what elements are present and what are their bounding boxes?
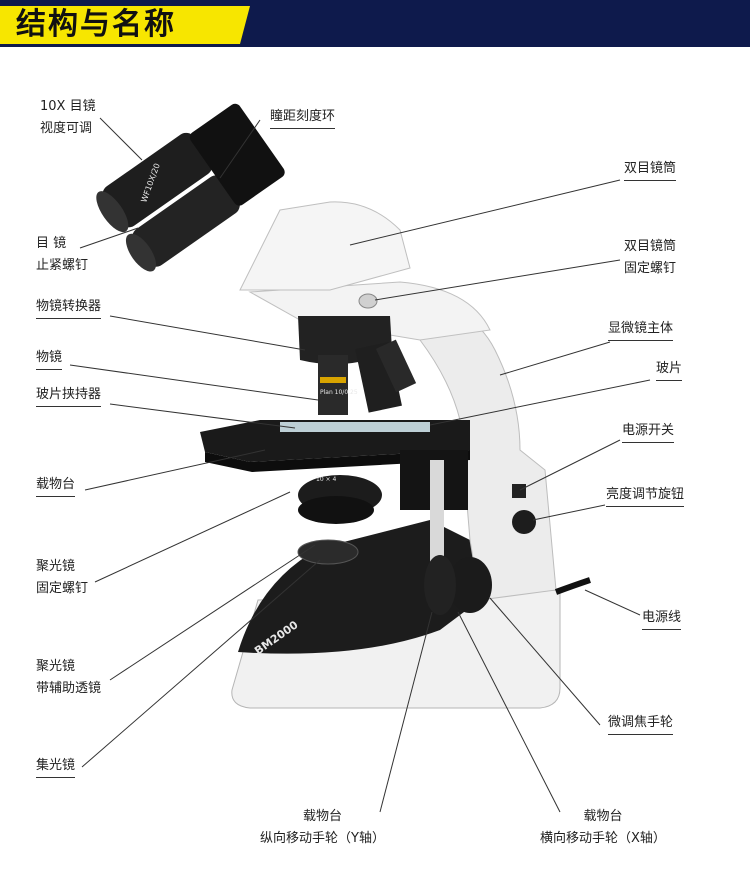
label-nosepiece: 物镜转换器 [36, 296, 101, 319]
label-body: 显微镜主体 [608, 318, 673, 341]
label-slide-holder: 玻片挟持器 [36, 384, 101, 407]
binocular-tube-body [240, 202, 410, 290]
label-eyepiece-screw: 目 镜 止紧螺钉 [36, 233, 88, 277]
collector-lens [298, 540, 358, 564]
label-stage-y: 载物台 纵向移动手轮（Y轴） [260, 806, 385, 850]
label-brightness-knob: 亮度调节旋钮 [606, 484, 684, 507]
eyepieces [90, 97, 288, 276]
label-eyepiece: 10X 目镜 视度可调 [40, 96, 96, 140]
label-tube-screw: 双目镜筒 固定螺钉 [624, 236, 676, 280]
power-switch [512, 484, 526, 498]
label-condenser-screw: 聚光镜 固定螺钉 [36, 556, 88, 600]
label-slide: 玻片 [656, 358, 682, 381]
brightness-knob [512, 510, 536, 534]
glass-slide [280, 422, 430, 432]
stage-knobs [424, 555, 456, 615]
label-binocular-tube: 双目镜筒 [624, 158, 676, 181]
power-cord [556, 580, 590, 592]
label-stage: 载物台 [36, 474, 75, 497]
objective-engraving: Plan 10/0.25 [320, 389, 358, 396]
condenser-engraving: 10 × 4 [316, 476, 336, 483]
label-condenser-lens: 聚光镜 带辅助透镜 [36, 656, 101, 700]
label-ipd-ring: 瞳距刻度环 [270, 106, 335, 129]
label-stage-x: 载物台 横向移动手轮（X轴） [540, 806, 666, 850]
label-objective: 物镜 [36, 347, 62, 370]
label-power-switch: 电源开关 [622, 420, 674, 443]
objective-1 [318, 355, 348, 415]
label-collector: 集光镜 [36, 755, 75, 778]
label-power-cord: 电源线 [642, 607, 681, 630]
label-fine-focus: 微调焦手轮 [608, 712, 673, 735]
tube-screw [359, 294, 377, 308]
